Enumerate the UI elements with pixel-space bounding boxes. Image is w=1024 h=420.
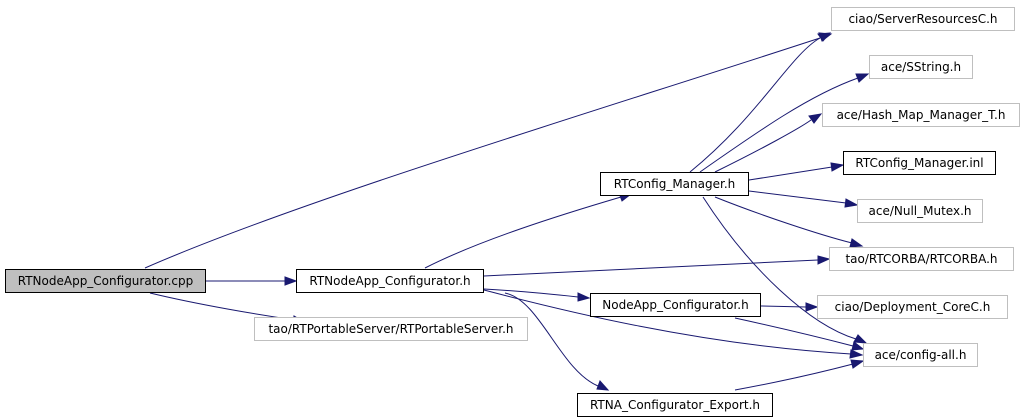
arrowhead [849, 349, 864, 359]
arrowhead [817, 255, 831, 265]
edge-root-to-rtportableserver [149, 292, 296, 321]
node-sstring-h[interactable]: ace/SString.h [869, 55, 973, 79]
edge-rtconfig-to-inl [748, 166, 833, 181]
node-rtconfig-manager-inl[interactable]: RTConfig_Manager.inl [843, 151, 996, 175]
node-config-all-h[interactable]: ace/config-all.h [863, 343, 978, 367]
edge-rtnodeapp-to-rtconfig [424, 196, 622, 269]
edge-rtconfig-to-sstring [699, 77, 859, 173]
arrowhead [808, 113, 823, 124]
arrowhead [853, 334, 868, 344]
arrowhead [844, 198, 859, 208]
edge-nodeapp-to-deployment [760, 305, 807, 308]
arrowhead [284, 276, 298, 286]
arrowhead [596, 380, 610, 391]
node-null-mutex-h[interactable]: ace/Null_Mutex.h [857, 199, 983, 223]
edge-rtnodeapp-to-rtna [504, 292, 599, 387]
node-serverresourcesc-h[interactable]: ciao/ServerResourcesC.h [831, 7, 1015, 31]
edge-rtnodeapp-to-nodeapp [483, 288, 579, 298]
node-nodeapp-configurator-h[interactable]: NodeApp_Configurator.h [590, 293, 761, 317]
node-rtna-configurator-export-h[interactable]: RTNA_Configurator_Export.h [577, 393, 773, 417]
edge-rtconfig-to-hashmap [714, 119, 812, 173]
edge-rtconfig-to-rtcorba [714, 196, 853, 244]
arrowhead [849, 238, 864, 248]
edge-nodeapp-to-configall [734, 317, 854, 347]
arrowhead [830, 162, 845, 172]
node-hash-map-manager-t-h[interactable]: ace/Hash_Map_Manager_T.h [822, 103, 1020, 127]
arrowhead [817, 32, 832, 42]
edge-rtnodeapp-to-rtcorba [483, 259, 819, 277]
arrowhead [850, 359, 865, 369]
arrowhead [805, 302, 819, 312]
edge-rtna-to-configall [734, 363, 854, 391]
arrowhead [577, 292, 591, 302]
node-rtnodeapp-configurator-h[interactable]: RTNodeApp_Configurator.h [296, 269, 484, 293]
node-rtportableserver-h[interactable]: tao/RTPortableServer/RTPortableServer.h [254, 317, 528, 341]
node-rtconfig-manager-h[interactable]: RTConfig_Manager.h [600, 172, 749, 196]
arrowhead [851, 341, 865, 351]
edge-rtconfig-to-configall [702, 196, 857, 340]
edge-root-to-serverresources [144, 37, 821, 269]
edge-rtconfig-to-serverresources [689, 37, 821, 173]
node-rtcorba-h[interactable]: tao/RTCORBA/RTCORBA.h [829, 247, 1014, 271]
node-deployment-corec-h[interactable]: ciao/Deployment_CoreC.h [817, 295, 1008, 319]
arrowhead [855, 73, 870, 83]
node-rtnodeapp-configurator-cpp[interactable]: RTNodeApp_Configurator.cpp [5, 269, 206, 293]
edge-rtconfig-to-nullmutex [748, 190, 847, 204]
